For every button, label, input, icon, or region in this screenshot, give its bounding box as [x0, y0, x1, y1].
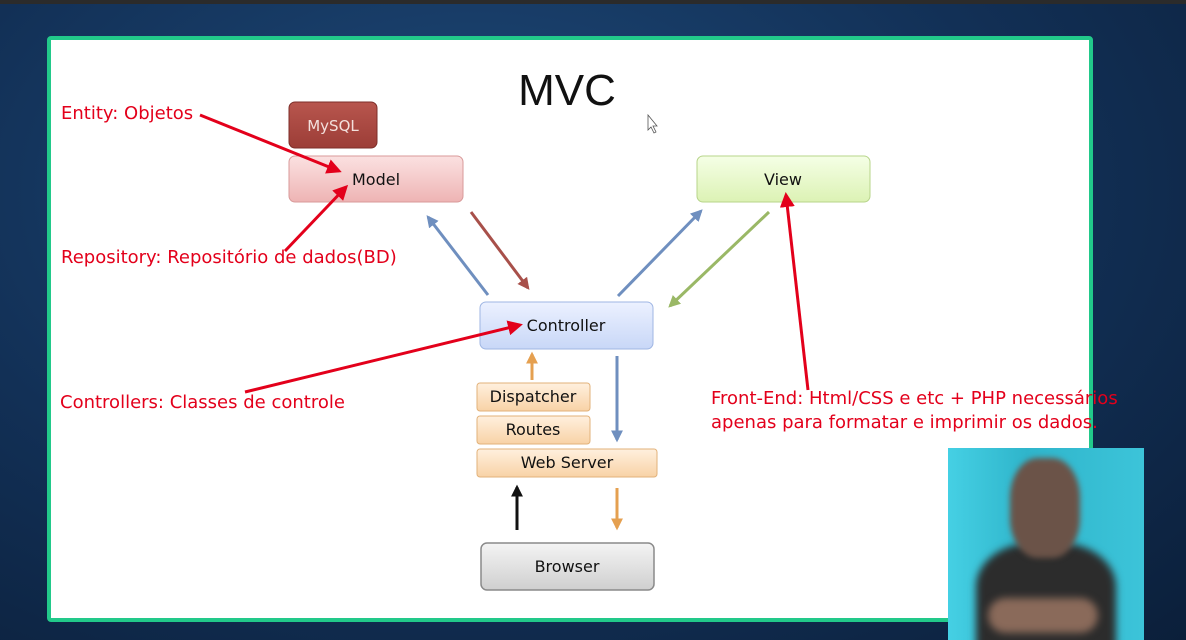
controller-box: Controller — [479, 301, 654, 350]
controller-to-model-arrow — [426, 215, 490, 296]
model-label: Model — [352, 170, 400, 189]
browser-label: Browser — [535, 557, 600, 576]
window-top-bar — [0, 0, 1186, 4]
webcam-overlay — [948, 448, 1144, 640]
mysql-label: MySQL — [307, 117, 359, 135]
routes-label: Routes — [506, 420, 561, 439]
frontend-annotation-arrow — [779, 192, 810, 391]
mouse-pointer-icon — [647, 113, 658, 134]
controller-to-view-arrow — [616, 209, 703, 298]
repository-annotation: Repository: Repositório de dados(BD) — [61, 247, 397, 268]
frontend-annotation-line1: Front-End: Html/CSS e etc + PHP necessár… — [711, 388, 1118, 409]
controller-label: Controller — [527, 316, 606, 335]
mysql-box: MySQL — [288, 101, 378, 149]
web-server-label: Web Server — [521, 453, 614, 472]
entity-annotation-arrow — [199, 113, 342, 174]
view-to-controller-arrow — [668, 210, 771, 308]
controllers-annotation: Controllers: Classes de controle — [60, 392, 345, 413]
browser-box: Browser — [480, 542, 655, 591]
view-label: View — [764, 170, 802, 189]
routes-box: Routes — [476, 415, 591, 445]
webcam-presenter-hands — [988, 598, 1098, 633]
view-box: View — [696, 155, 871, 203]
webcam-presenter-head — [1010, 458, 1080, 558]
dispatcher-label: Dispatcher — [490, 387, 577, 406]
controllers-annotation-arrow — [244, 320, 523, 394]
dispatcher-box: Dispatcher — [476, 382, 591, 412]
web-server-box: Web Server — [476, 448, 658, 478]
model-to-controller-arrow — [469, 211, 530, 290]
frontend-annotation-line2: apenas para formatar e imprimir os dados… — [711, 412, 1098, 433]
slide-title: MVC — [518, 66, 616, 115]
entity-annotation: Entity: Objetos — [61, 103, 193, 124]
repository-annotation-arrow — [283, 184, 349, 253]
